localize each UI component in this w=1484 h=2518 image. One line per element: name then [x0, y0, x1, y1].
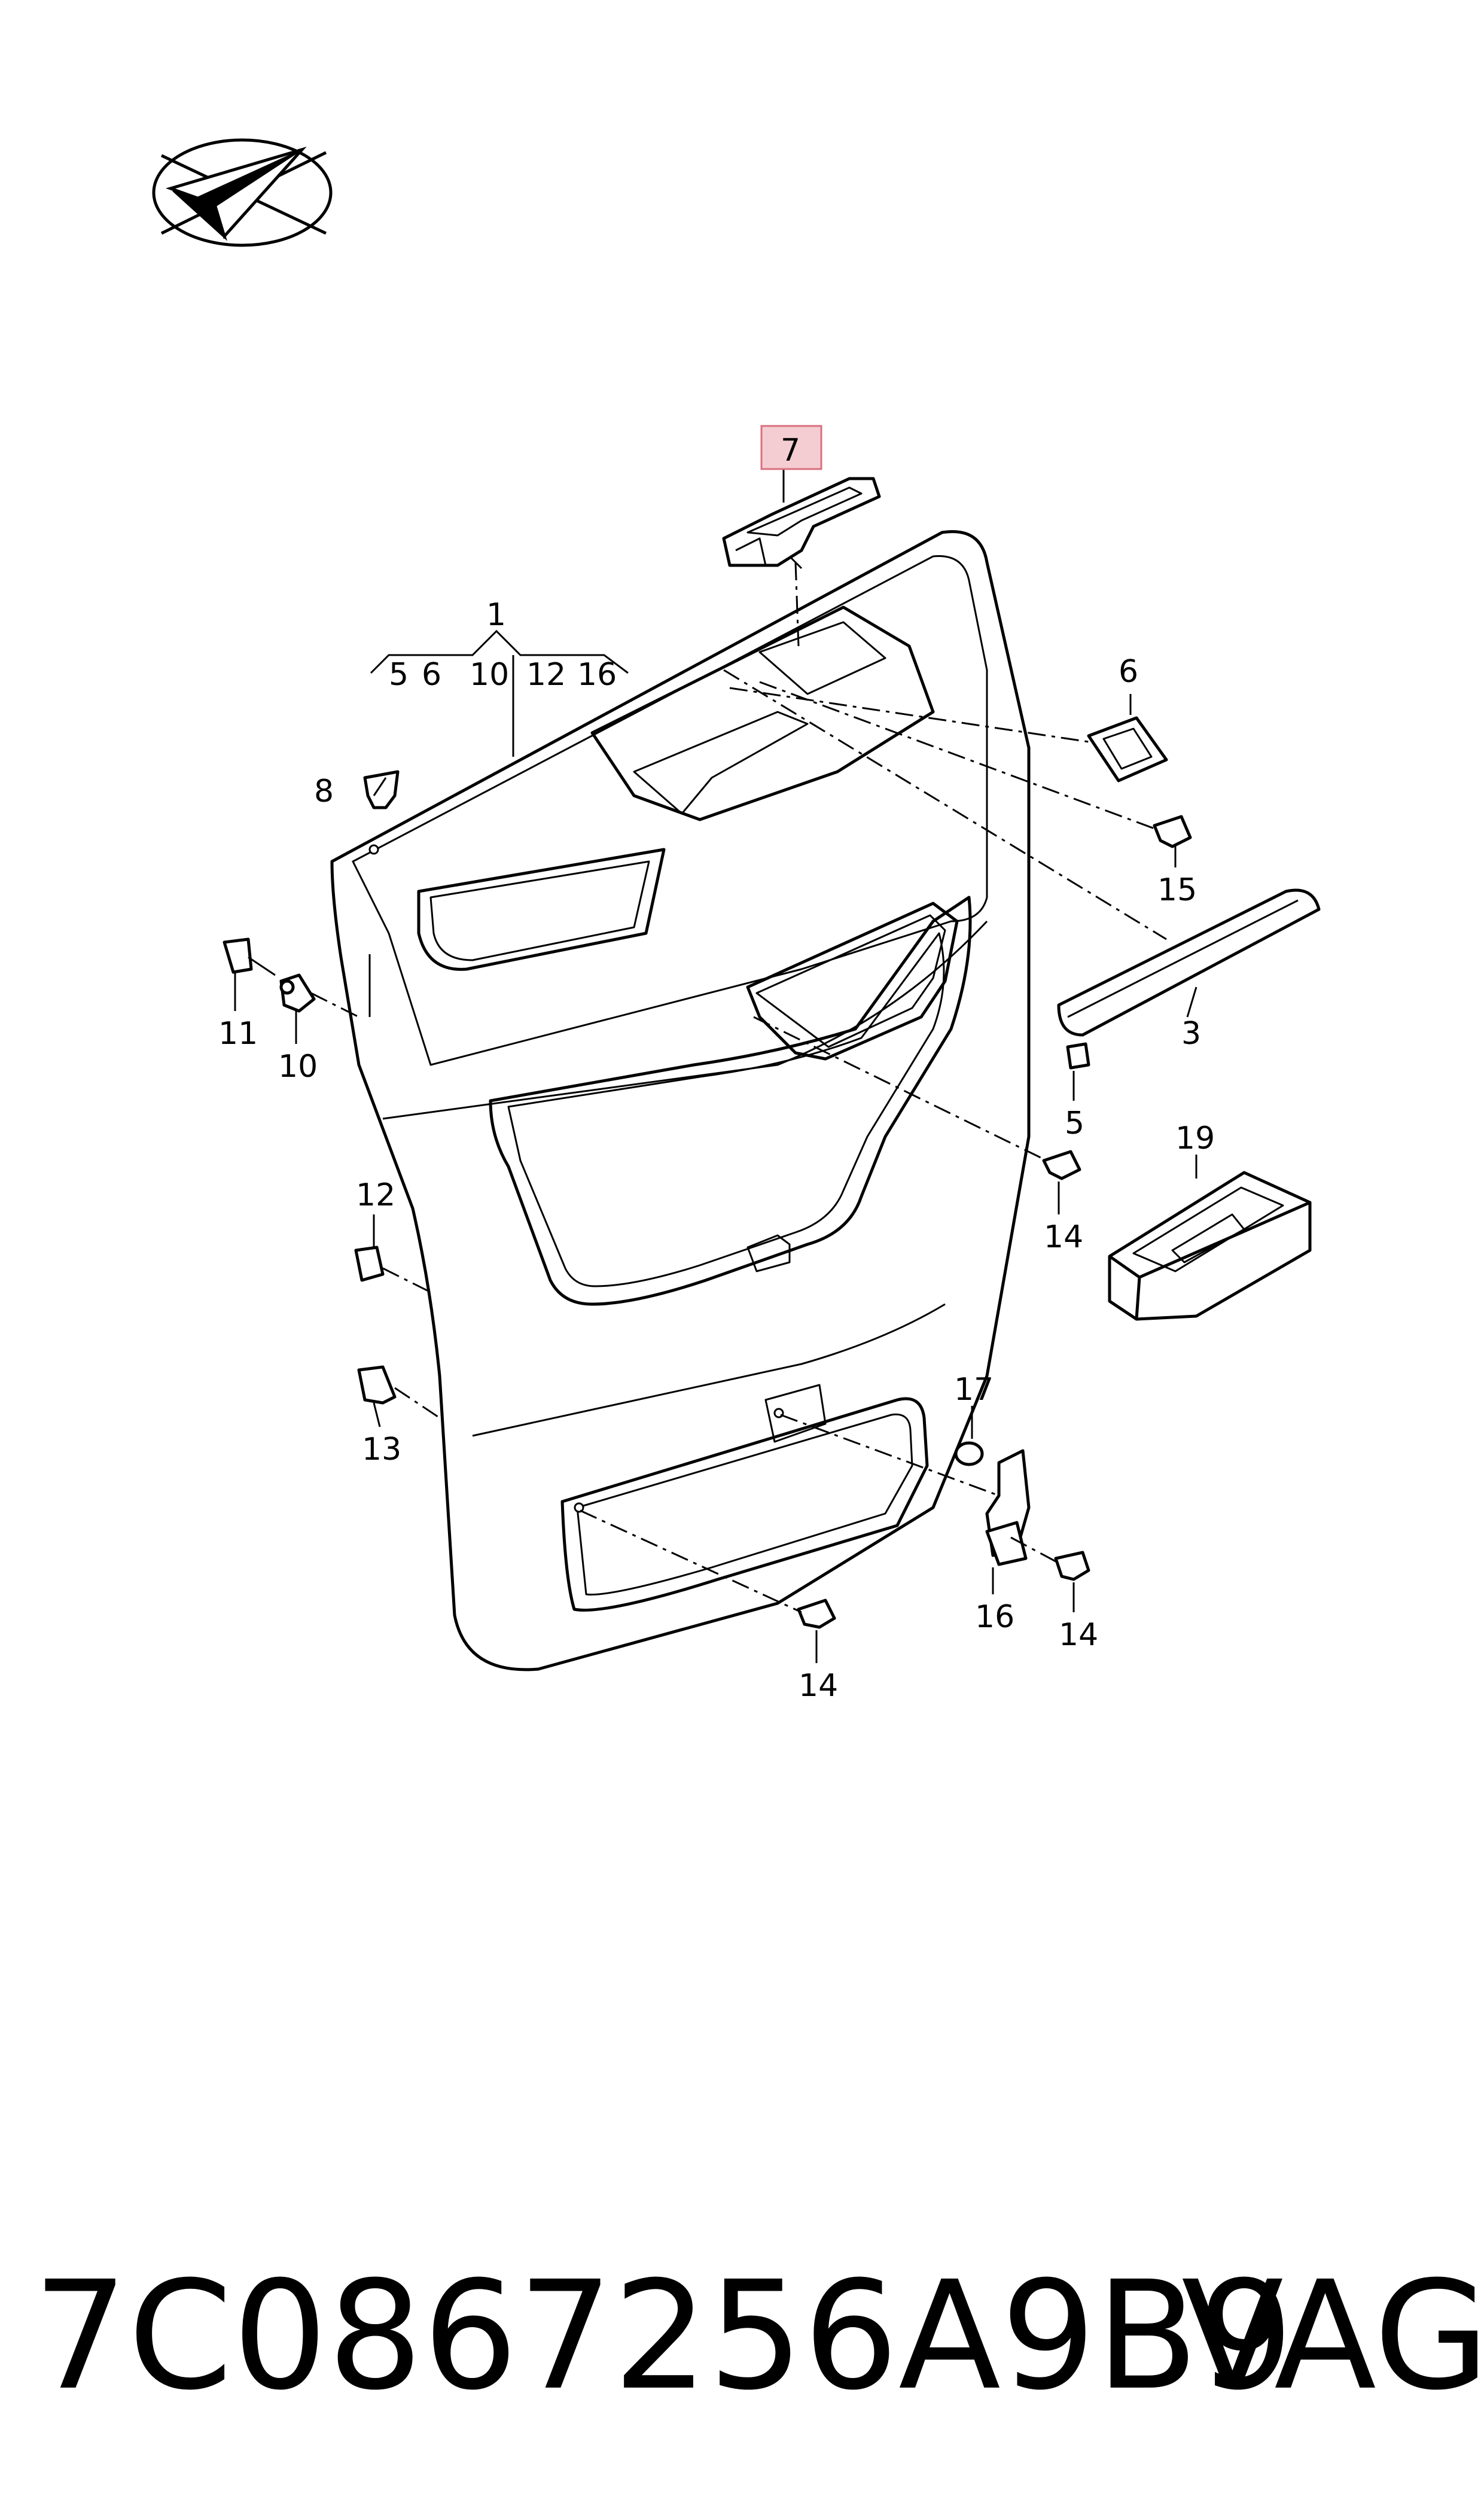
part-number: 7C0867256A9B9 [33, 2249, 1294, 2423]
label-6-group: 6 [422, 657, 441, 693]
label-19: 19 [1175, 1121, 1215, 1156]
label-3: 3 [1181, 1016, 1201, 1052]
label-16-group: 16 [577, 657, 617, 693]
label-17: 17 [954, 1372, 994, 1408]
bracket-part-16 [985, 1449, 1031, 1566]
brand-logo [152, 138, 333, 247]
label-8: 8 [314, 774, 334, 809]
label-5: 5 [1065, 1106, 1084, 1141]
label-7: 7 [781, 433, 800, 468]
brand-name: VAG [1181, 2249, 1484, 2423]
label-14-right: 14 [1059, 1617, 1098, 1653]
label-13: 13 [362, 1432, 401, 1467]
leader-lines [234, 470, 1197, 1663]
trim-strip-part-3 [1057, 888, 1321, 1037]
handle-insert-part-6 [1087, 716, 1168, 783]
label-1: 1 [486, 597, 506, 633]
storage-tray-part-19 [1108, 1171, 1312, 1321]
label-15: 15 [1157, 872, 1197, 908]
label-10: 10 [278, 1049, 318, 1085]
highlight-box [760, 425, 822, 470]
label-11: 11 [218, 1016, 258, 1052]
label-16: 16 [975, 1599, 1014, 1635]
label-12-group: 12 [526, 657, 566, 693]
switch-bezel-part-7 [722, 477, 881, 570]
label-14-upper: 14 [1044, 1219, 1083, 1255]
label-6: 6 [1119, 654, 1138, 690]
door-trim-panel [330, 530, 1031, 1671]
label-14-lower: 14 [799, 1668, 838, 1704]
label-12: 12 [356, 1177, 395, 1213]
label-5-group: 5 [389, 657, 409, 693]
label-10-group: 10 [470, 657, 509, 693]
fasteners [223, 770, 1192, 1629]
